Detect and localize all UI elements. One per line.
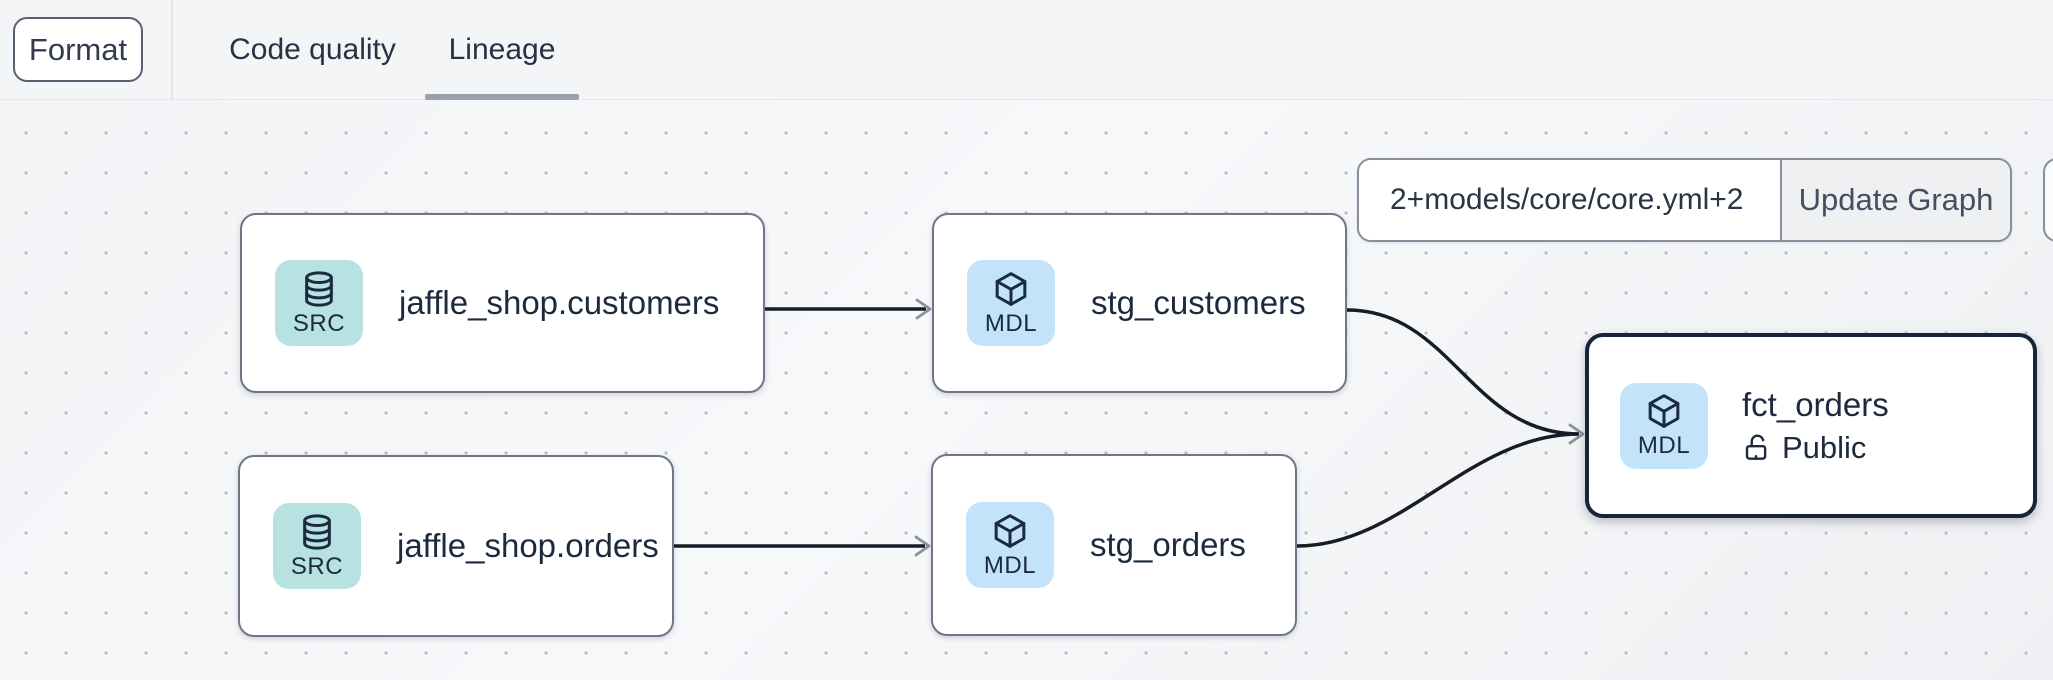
model-cube-icon <box>994 513 1026 548</box>
active-tab-indicator <box>425 94 579 100</box>
model-badge: MDL <box>966 502 1054 588</box>
tab-code-quality-label: Code quality <box>229 33 396 66</box>
tab-lineage[interactable]: Lineage <box>425 0 579 100</box>
node-type-label: SRC <box>290 552 344 580</box>
database-icon <box>305 270 333 307</box>
node-label: jaffle_shop.customers <box>399 284 720 321</box>
source-badge: SRC <box>273 503 361 589</box>
editor-toolbar: Format Code quality Lineage <box>0 0 2053 100</box>
format-button[interactable]: Format <box>13 17 143 82</box>
model-cube-icon <box>1648 394 1680 428</box>
node-type-label: MDL <box>983 551 1037 579</box>
node-type-label: MDL <box>984 309 1038 337</box>
access-label: Public <box>1782 429 1867 465</box>
node-jaffle-shop-orders[interactable]: SRC jaffle_shop.orders <box>238 455 674 637</box>
selector-input[interactable] <box>1359 160 1780 240</box>
node-fct-orders[interactable]: MDL fct_orders Public <box>1585 333 2037 518</box>
model-badge: MDL <box>1620 382 1708 469</box>
access-row: Public <box>1742 430 1889 466</box>
node-label: stg_orders <box>1090 526 1246 563</box>
partial-control[interactable] <box>2043 158 2053 242</box>
tab-code-quality[interactable]: Code quality <box>225 0 400 100</box>
database-icon <box>303 513 331 550</box>
node-stg-orders[interactable]: MDL stg_orders <box>931 454 1297 636</box>
node-stg-customers[interactable]: MDL stg_customers <box>932 213 1347 393</box>
node-label: fct_orders <box>1742 385 1889 423</box>
node-jaffle-shop-customers[interactable]: SRC jaffle_shop.customers <box>240 213 765 393</box>
source-badge: SRC <box>275 260 363 346</box>
node-type-label: MDL <box>1637 432 1691 459</box>
node-type-label: SRC <box>292 309 346 337</box>
tab-lineage-label: Lineage <box>448 33 556 66</box>
update-graph-button[interactable]: Update Graph <box>1780 160 2010 240</box>
toolbar-divider <box>171 0 173 100</box>
node-label: stg_customers <box>1091 284 1306 321</box>
node-label: jaffle_shop.orders <box>397 527 659 564</box>
lineage-selector-bar: Update Graph <box>1357 158 2012 242</box>
model-badge: MDL <box>967 260 1055 346</box>
model-cube-icon <box>995 271 1027 306</box>
unlock-icon <box>1745 434 1767 460</box>
